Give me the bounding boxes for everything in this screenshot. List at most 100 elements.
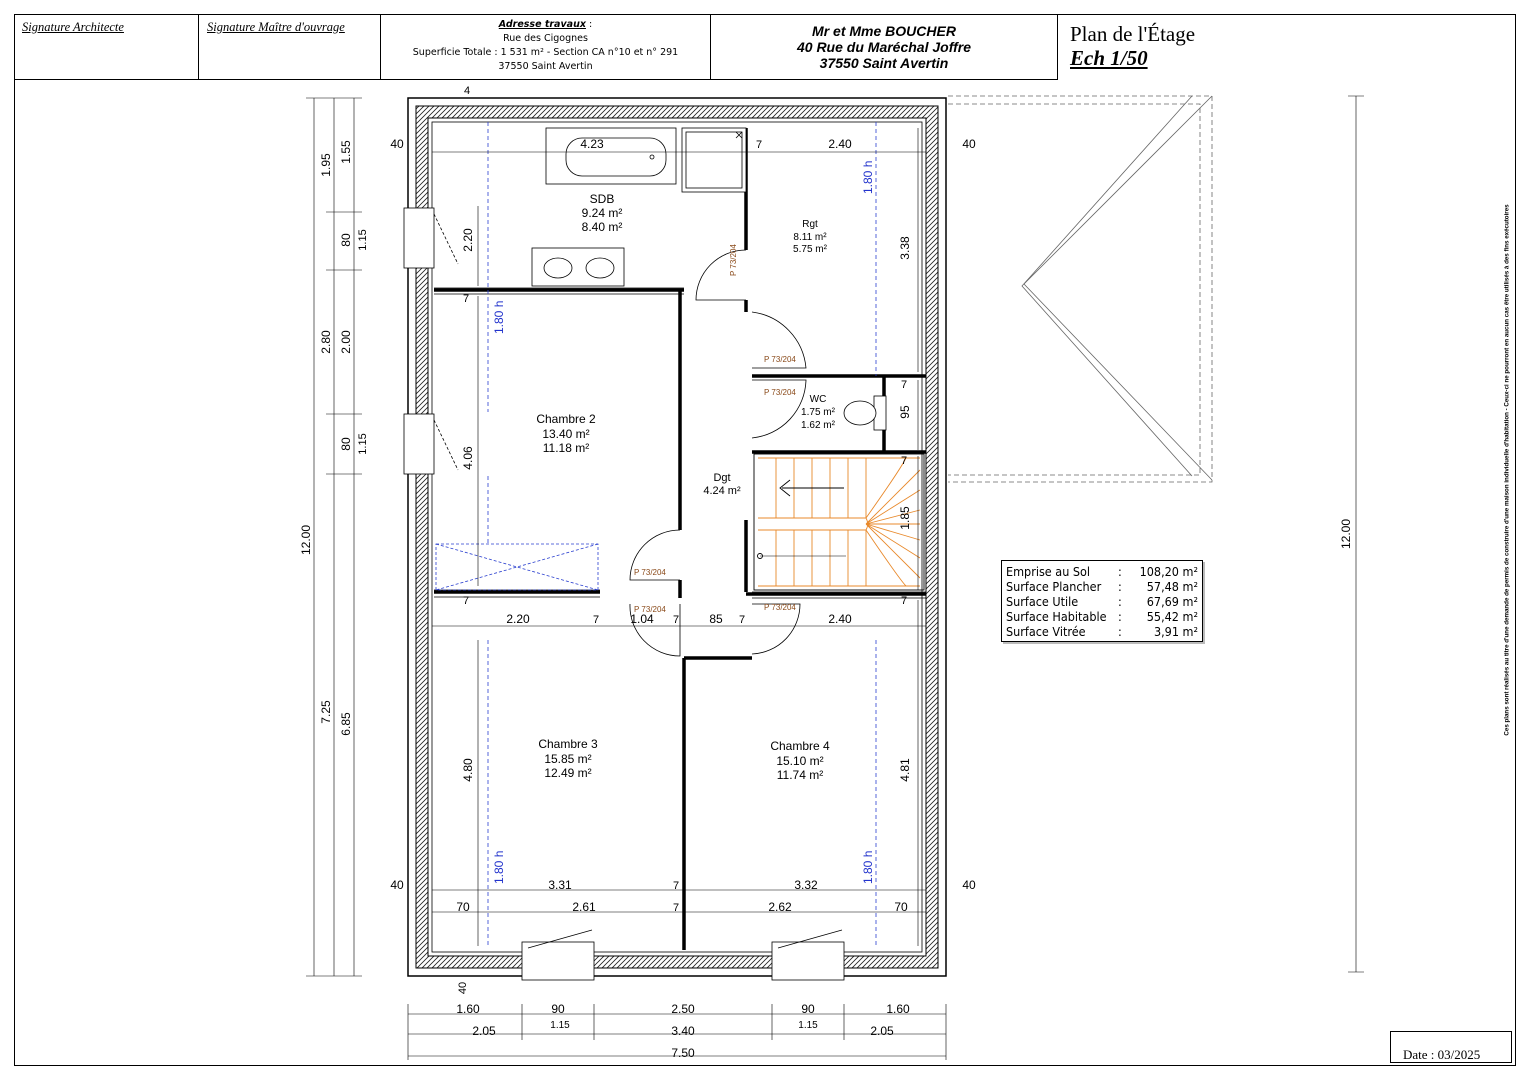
dim-f-160a: 1.60 (456, 1002, 480, 1016)
surface-value: 57,48 m² (1146, 579, 1198, 594)
height-label-rgt: 1.80 h (861, 161, 875, 194)
interior-dimension-lines (432, 128, 926, 946)
client-street: 40 Rue du Maréchal Joffre (796, 39, 972, 55)
dim-top-right: 40 (962, 137, 976, 151)
dim-top-sdb: 4.23 (580, 137, 604, 151)
door-label-2: P 73/204 (764, 388, 796, 397)
signature-owner-box: Signature Maître d'ouvrage (199, 14, 381, 80)
site-address-title: Adresse travaux (498, 19, 586, 30)
dim-f-115b: 1.15 (798, 1020, 818, 1031)
ch3-area1: 15.85 m² (544, 752, 591, 766)
plan-scale: Ech 1/50 (1070, 46, 1148, 70)
height-label-ch4: 1.80 h (861, 851, 875, 884)
surface-value: 108,20 m² (1139, 564, 1198, 579)
dim-f-160b: 1.60 (886, 1002, 910, 1016)
dim-l-1200: 12.00 (299, 525, 313, 555)
dim-w7-stair-bot: 7 (901, 595, 907, 607)
dim-w7-ch3: 7 (463, 595, 469, 607)
wc-area1: 1.75 m² (801, 407, 836, 418)
dim-rgt-h: 3.38 (898, 236, 912, 260)
signature-owner-label: Signature Maître d'ouvrage (207, 20, 345, 34)
dim-bot-right: 40 (962, 878, 976, 892)
dim-bot-40: 40 (457, 982, 469, 994)
dim-w7-ch2: 7 (463, 293, 469, 305)
surface-value: 67,69 m² (1146, 594, 1198, 609)
surface-row: Surface Habitable:55,42 m² (1006, 609, 1198, 624)
door-label-4: P 73/204 (634, 605, 666, 614)
height-label-ch2: 1.80 h (492, 301, 506, 334)
surface-summary-table: Emprise au Sol:108,20 m² Surface Planche… (1001, 560, 1203, 642)
plan-title: Plan de l'Étage (1070, 22, 1196, 46)
dim-f-115a: 1.15 (550, 1020, 570, 1031)
ch4-area1: 15.10 m² (776, 754, 823, 768)
dim-top-rgt: 2.40 (828, 137, 852, 151)
dim-l-280: 2.80 (319, 330, 333, 354)
dim-w7-top: 7 (756, 139, 762, 151)
bottom-windows (521, 929, 845, 981)
dim-f-250: 2.50 (671, 1002, 695, 1016)
room-labels: SDB 9.24 m² 8.40 m² Rgt 8.11 m² 5.75 m² … (536, 192, 835, 782)
site-street: Rue des Cigognes (503, 33, 588, 44)
dim-bot-70a: 70 (456, 900, 470, 914)
dim-mid-240: 2.40 (828, 612, 852, 626)
dim-top-left: 40 (390, 137, 404, 151)
drawing-frame (14, 14, 1516, 1066)
dim-l-725: 7.25 (319, 700, 333, 724)
client-name: Mr et Mme BOUCHER (812, 23, 956, 39)
height-labels: 1.80 h 1.80 h 1.80 h 1.80 h (492, 161, 875, 884)
door-labels: P 73/204 P 73/204 P 73/204 P 73/204 P 73… (634, 244, 796, 614)
wc-label: WC (810, 394, 827, 405)
rgt-label: Rgt (802, 219, 818, 230)
client-city: 37550 Saint Avertin (819, 55, 949, 71)
surface-label: Surface Vitrée (1006, 624, 1086, 639)
sdb-area1: 9.24 m² (582, 206, 623, 220)
dim-stair-h: 1.85 (898, 506, 912, 530)
sdb-label: SDB (590, 192, 615, 206)
footer-dimension-texts: 1.60 90 2.50 90 1.60 1.15 1.15 2.05 3.40… (456, 1002, 910, 1060)
dim-wall-4: 4 (464, 85, 470, 97)
site-address-box: Adresse travaux : Rue des Cigognes Super… (381, 14, 711, 80)
ch2-label: Chambre 2 (536, 412, 596, 426)
dim-l-80b: 80 (339, 437, 353, 451)
door-label-rgt: P 73/204 (729, 244, 738, 276)
dgt-label: Dgt (713, 472, 730, 484)
dim-bot-262: 2.62 (768, 900, 792, 914)
surface-row: Surface Vitrée:3,91 m² (1006, 624, 1198, 639)
dim-l-685: 6.85 (339, 712, 353, 736)
sdb-area2: 8.40 m² (582, 220, 623, 234)
ch3-area2: 12.49 m² (544, 766, 591, 780)
dim-sdb-h: 2.20 (461, 228, 475, 252)
dgt-area1: 4.24 m² (703, 485, 741, 497)
dim-ch3-h: 4.80 (461, 758, 475, 782)
surface-row: Surface Utile:67,69 m² (1006, 594, 1198, 609)
dim-l-80a: 80 (339, 233, 353, 247)
ch4-area2: 11.74 m² (777, 768, 823, 782)
height-label-ch3: 1.80 h (492, 851, 506, 884)
dim-bot-261: 2.61 (572, 900, 596, 914)
door-label-1: P 73/204 (764, 355, 796, 364)
height-lines (487, 122, 877, 948)
dim-f-205b: 2.05 (870, 1024, 894, 1038)
site-city: 37550 Saint Avertin (498, 61, 593, 72)
dim-l-195: 1.95 (319, 153, 333, 177)
dim-w7-stair: 7 (901, 455, 907, 467)
dim-mid-104: 1.04 (630, 612, 654, 626)
dim-ch4-h: 4.81 (898, 758, 912, 782)
exterior-walls (407, 97, 947, 977)
dim-bot-332: 3.32 (794, 878, 818, 892)
dim-l-115a: 1.15 (357, 229, 369, 250)
dim-f-90b: 90 (801, 1002, 815, 1016)
dim-mid-w7c: 7 (739, 614, 745, 626)
dim-bot-w7a: 7 (673, 880, 679, 892)
bathroom-fixtures (531, 127, 747, 287)
site-area: Superficie Totale : 1 531 m² - Section C… (412, 47, 679, 58)
ch4-label: Chambre 4 (770, 739, 830, 753)
wc-area2: 1.62 m² (801, 420, 836, 431)
rgt-area2: 5.75 m² (793, 244, 828, 255)
dim-mid-85: 85 (709, 612, 723, 626)
surface-value: 3,91 m² (1153, 624, 1198, 639)
client-box: Mr et Mme BOUCHER 40 Rue du Maréchal Jof… (711, 14, 1058, 80)
legal-side-note: Ces plans sont réalisés au titre d'une d… (1503, 204, 1511, 736)
dim-bot-w7b: 7 (673, 902, 679, 914)
